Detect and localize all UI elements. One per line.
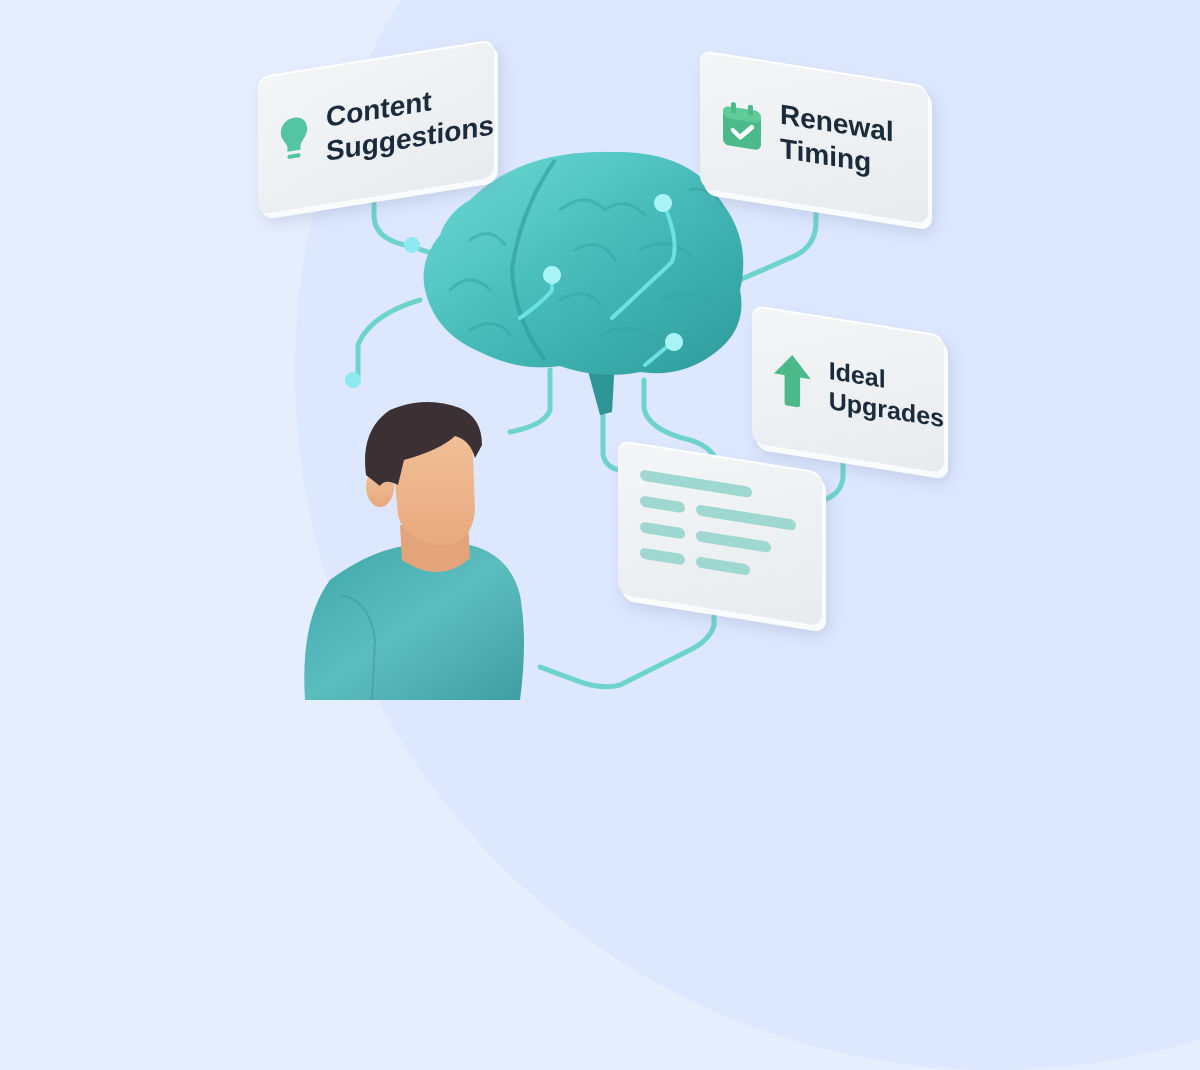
content-suggestions-label: Content Suggestions bbox=[325, 85, 494, 167]
node-dot bbox=[404, 237, 420, 253]
person-avatar bbox=[304, 401, 524, 700]
text-lines-icon bbox=[640, 465, 800, 576]
connector-lines bbox=[304, 151, 846, 700]
ideal-upgrades-label: Ideal Upgrades bbox=[828, 356, 944, 434]
arrow-up-icon bbox=[773, 354, 811, 408]
lightbulb-icon bbox=[280, 117, 308, 159]
node-dot bbox=[345, 372, 361, 388]
details-card bbox=[618, 439, 822, 627]
calendar-check-icon bbox=[723, 102, 761, 150]
brain-icon bbox=[423, 151, 744, 415]
renewal-timing-label: Renewal Timing bbox=[780, 99, 894, 179]
renewal-timing-card: Renewal Timing bbox=[700, 49, 928, 225]
content-suggestions-card: Content Suggestions bbox=[258, 39, 494, 215]
ideal-upgrades-card: Ideal Upgrades bbox=[752, 304, 944, 474]
